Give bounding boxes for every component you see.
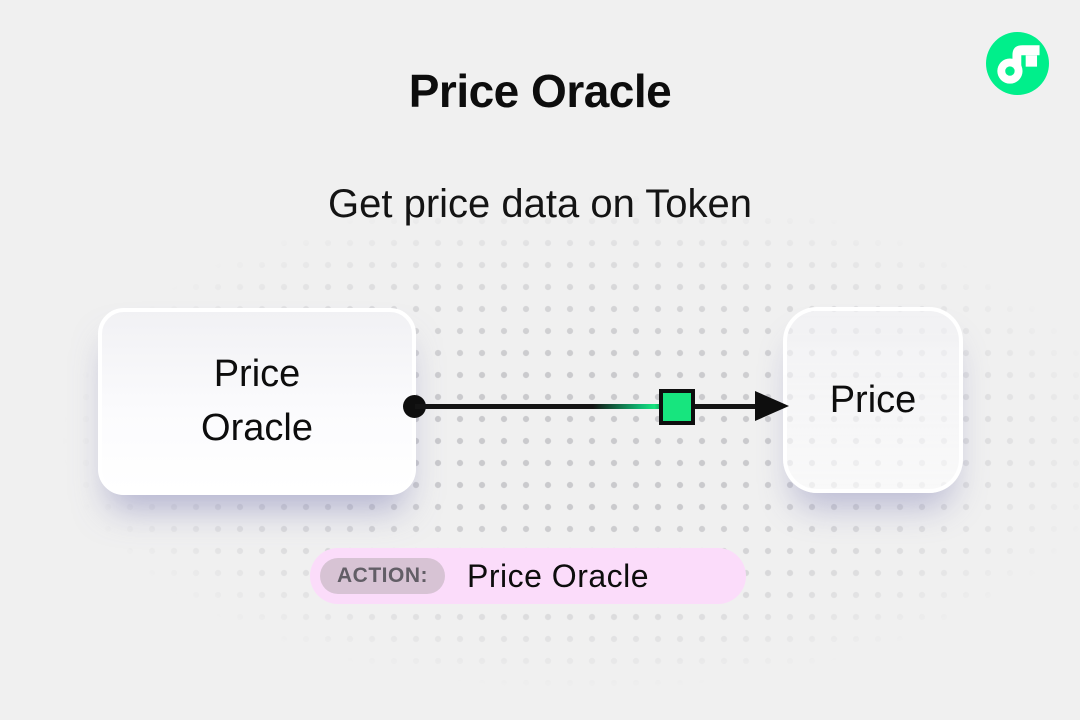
action-badge-value: Price Oracle xyxy=(467,557,650,594)
edge-arrowhead-icon xyxy=(755,391,789,421)
page-subtitle: Get price data on Token xyxy=(328,182,752,226)
edge-handle-square[interactable] xyxy=(659,389,695,425)
node-price-label: Price xyxy=(829,378,917,421)
node-price-oracle-label: Price Oracle xyxy=(201,352,313,449)
action-badge-label: ACTION: xyxy=(320,558,445,594)
page-title: Price Oracle xyxy=(408,65,672,117)
action-badge: ACTION: Price Oracle xyxy=(310,548,746,604)
node-price[interactable]: Price xyxy=(783,307,963,493)
node-price-oracle[interactable]: Price Oracle xyxy=(98,308,416,495)
edge-line xyxy=(415,404,757,409)
flow-logo-icon xyxy=(986,32,1049,95)
edge-start-dot xyxy=(403,395,426,418)
